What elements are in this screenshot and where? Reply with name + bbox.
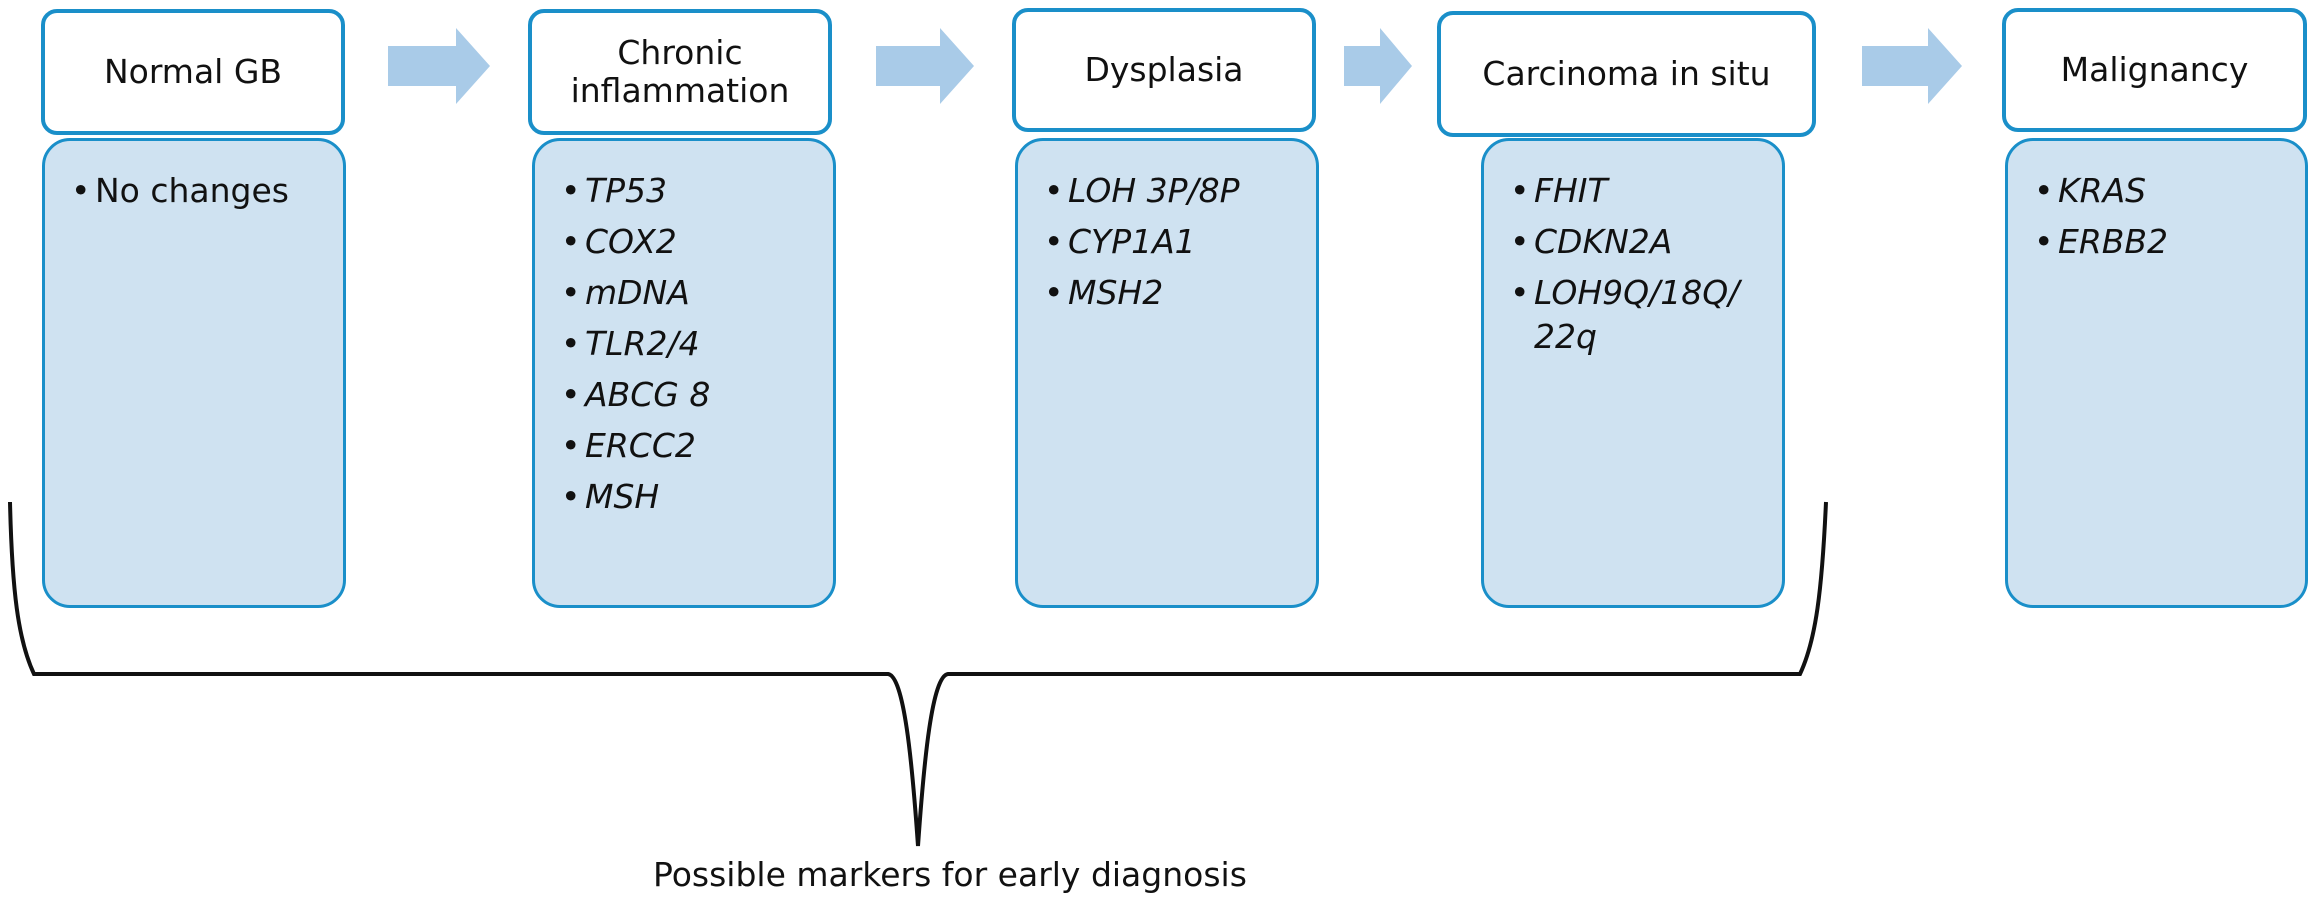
- bullet-icon: •: [561, 222, 581, 261]
- marker-item: •COX2: [559, 220, 823, 264]
- marker-item: •CYP1A1: [1042, 220, 1306, 264]
- marker-item: •MSH: [559, 475, 823, 519]
- stage-title: Chronic inflammation: [570, 33, 790, 110]
- bullet-icon: •: [561, 324, 581, 363]
- marker-box-carcinoma-in-situ: •FHIT•CDKN2A•LOH9Q/18Q/ 22q: [1481, 138, 1785, 608]
- stage-title-box-dysplasia: Dysplasia: [1012, 8, 1316, 132]
- marker-text: CDKN2A: [1534, 222, 1673, 261]
- marker-list: •TP53•COX2•mDNA•TLR2/4•ABCG 8•ERCC2•MSH: [559, 169, 823, 526]
- bullet-icon: •: [2034, 222, 2054, 261]
- bullet-icon: •: [561, 477, 581, 516]
- marker-list: •FHIT•CDKN2A•LOH9Q/18Q/ 22q: [1508, 169, 1772, 366]
- marker-item: •LOH 3P/8P: [1042, 169, 1306, 213]
- marker-text: ERBB2: [2058, 222, 2169, 261]
- marker-text: mDNA: [585, 273, 690, 312]
- bullet-icon: •: [1510, 273, 1530, 312]
- marker-text: COX2: [585, 222, 677, 261]
- bullet-icon: •: [561, 273, 581, 312]
- marker-text: MSH2: [1068, 273, 1164, 312]
- marker-item: •mDNA: [559, 271, 823, 315]
- right-arrow-icon: [388, 28, 490, 104]
- bullet-icon: •: [1510, 171, 1530, 210]
- stage-title: Malignancy: [2060, 50, 2249, 89]
- stage-title: Carcinoma in situ: [1482, 54, 1771, 93]
- marker-text: TLR2/4: [585, 324, 700, 363]
- marker-list: •No changes: [69, 169, 333, 220]
- marker-box-malignancy: •KRAS•ERBB2: [2005, 138, 2308, 608]
- caption: Possible markers for early diagnosis: [653, 855, 1247, 894]
- right-arrow-icon: [1344, 28, 1412, 104]
- stage-title-box-carcinoma-in-situ: Carcinoma in situ: [1437, 11, 1816, 137]
- stage-title-box-normal-gb: Normal GB: [41, 9, 345, 135]
- marker-item: •ABCG 8: [559, 373, 823, 417]
- marker-item: •ERBB2: [2032, 220, 2295, 264]
- marker-item: •KRAS: [2032, 169, 2295, 213]
- bullet-icon: •: [561, 171, 581, 210]
- marker-item: •TLR2/4: [559, 322, 823, 366]
- marker-list: •KRAS•ERBB2: [2032, 169, 2295, 271]
- marker-box-normal-gb: •No changes: [42, 138, 346, 608]
- bullet-icon: •: [71, 171, 91, 210]
- marker-text: CYP1A1: [1068, 222, 1196, 261]
- marker-text: LOH9Q/18Q/ 22q: [1534, 273, 1740, 356]
- bullet-icon: •: [561, 375, 581, 414]
- right-arrow-icon: [1862, 28, 1962, 104]
- marker-text: TP53: [585, 171, 668, 210]
- right-arrow-icon: [876, 28, 974, 104]
- stage-title-box-chronic-inflammation: Chronic inflammation: [528, 9, 832, 135]
- marker-box-dysplasia: •LOH 3P/8P•CYP1A1•MSH2: [1015, 138, 1319, 608]
- stage-title: Dysplasia: [1084, 50, 1244, 89]
- marker-item: •MSH2: [1042, 271, 1306, 315]
- bullet-icon: •: [1044, 171, 1064, 210]
- marker-text: MSH: [585, 477, 660, 516]
- marker-box-chronic-inflammation: •TP53•COX2•mDNA•TLR2/4•ABCG 8•ERCC2•MSH: [532, 138, 836, 608]
- marker-item: •TP53: [559, 169, 823, 213]
- bullet-icon: •: [2034, 171, 2054, 210]
- stage-title: Normal GB: [103, 52, 283, 91]
- marker-item: •ERCC2: [559, 424, 823, 468]
- marker-text: ABCG 8: [585, 375, 711, 414]
- marker-list: •LOH 3P/8P•CYP1A1•MSH2: [1042, 169, 1306, 322]
- bullet-icon: •: [561, 426, 581, 465]
- marker-text: No changes: [95, 171, 290, 210]
- marker-item: •FHIT: [1508, 169, 1772, 213]
- marker-item: •LOH9Q/18Q/ 22q: [1508, 271, 1772, 359]
- marker-text: LOH 3P/8P: [1068, 171, 1240, 210]
- bullet-icon: •: [1510, 222, 1530, 261]
- bullet-icon: •: [1044, 222, 1064, 261]
- marker-text: KRAS: [2058, 171, 2147, 210]
- marker-item: •CDKN2A: [1508, 220, 1772, 264]
- marker-text: FHIT: [1534, 171, 1608, 210]
- bullet-icon: •: [1044, 273, 1064, 312]
- stage-title-box-malignancy: Malignancy: [2002, 8, 2307, 132]
- marker-text: ERCC2: [585, 426, 696, 465]
- marker-item: •No changes: [69, 169, 333, 213]
